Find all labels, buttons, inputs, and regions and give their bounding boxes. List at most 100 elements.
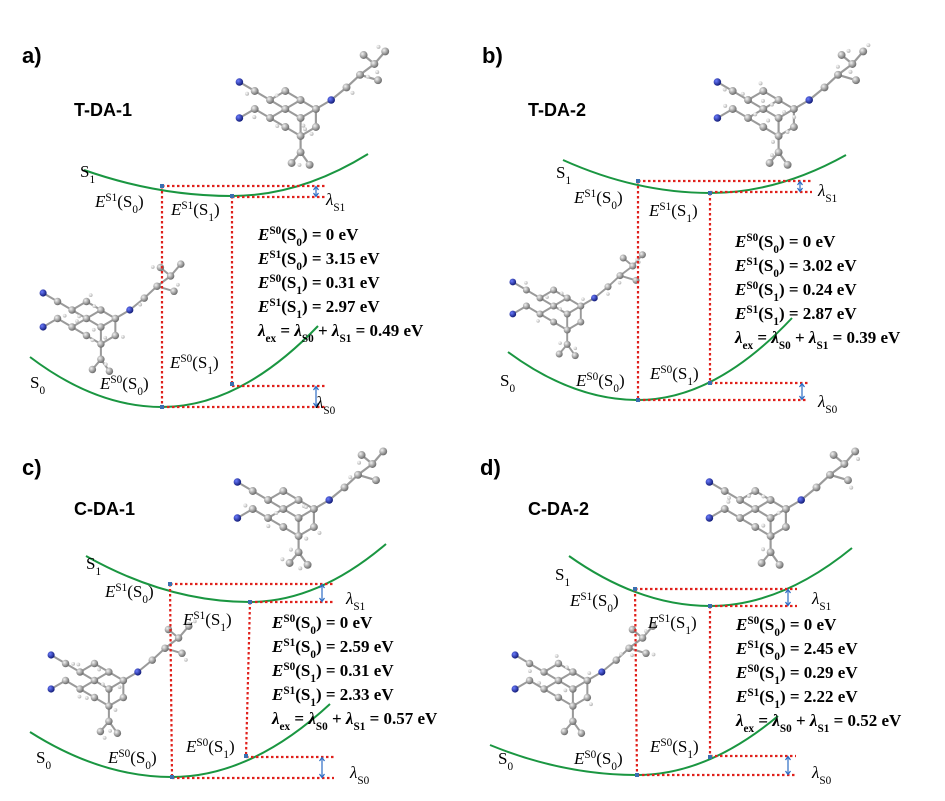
lambda-s1-label: λS1 xyxy=(325,190,345,214)
s0-potential-curve xyxy=(29,703,331,779)
e0s1-point-label: ES0(S1) xyxy=(649,364,699,388)
lambda-s0-arrow xyxy=(319,756,325,779)
lambda-s1-label: λS1 xyxy=(817,181,837,205)
e0s0-point-label: ES0(S0) xyxy=(99,374,149,398)
geometry-point-marker xyxy=(248,600,252,604)
energy-es1s1: ES1(S1) = 2.97 eV xyxy=(257,297,380,321)
panel-compound-name: T-DA-1 xyxy=(74,100,132,120)
energy-es0s1: ES0(S1) = 0.29 eV xyxy=(735,663,858,687)
s1-state-label: S1 xyxy=(556,163,571,187)
geometry-point-marker xyxy=(160,184,164,188)
energy-es1s1: ES1(S1) = 2.22 eV xyxy=(735,687,858,711)
geometry-point-marker xyxy=(170,775,174,779)
energy-es0s0: ES0(S0) = 0 eV xyxy=(734,232,836,256)
geometry-point-marker xyxy=(244,754,248,758)
s0-potential-curve xyxy=(489,715,779,777)
energy-es1s0: ES1(S0) = 3.15 eV xyxy=(257,249,380,273)
vertical-excitation-line xyxy=(633,588,639,776)
e1s0-point-label: ES1(S0) xyxy=(94,192,144,216)
energy-es0s0: ES0(S0) = 0 eV xyxy=(735,615,837,639)
lambda-s0-arrow xyxy=(313,385,319,408)
lambda-s0-label: λS0 xyxy=(315,393,336,417)
molecule-structure-s0 xyxy=(511,622,657,737)
molecule-structure-s1 xyxy=(233,447,388,571)
lambda-s1-label: λS1 xyxy=(345,589,365,613)
geometry-point-marker xyxy=(636,398,640,402)
e0s1-point-label: ES0(S1) xyxy=(185,737,235,761)
e0s1-point-label: ES0(S1) xyxy=(169,353,219,377)
geometry-point-marker xyxy=(160,405,164,409)
s0-potential-curve xyxy=(507,317,793,402)
geometry-point-marker xyxy=(635,773,639,777)
s1-state-label: S1 xyxy=(80,162,95,186)
panel-letter: a) xyxy=(22,43,42,68)
molecule-structure-s1 xyxy=(705,447,861,569)
panel-letter: d) xyxy=(480,455,501,480)
geometry-point-marker xyxy=(708,191,712,195)
s0-state-label: S0 xyxy=(500,371,515,395)
geometry-point-marker xyxy=(168,582,172,586)
vertical-excitation-line xyxy=(168,583,174,778)
e0s0-point-label: ES0(S0) xyxy=(107,748,157,772)
energy-es0s0: ES0(S0) = 0 eV xyxy=(271,613,373,637)
panel-compound-name: C-DA-2 xyxy=(528,499,589,519)
lambda-s0-label: λS0 xyxy=(349,763,370,787)
panel-c-da-1: c)C-DA-1S1S0ES1(S0)ES1(S1)ES0(S0)ES0(S1)… xyxy=(22,447,438,787)
panel-compound-name: T-DA-2 xyxy=(528,100,586,120)
s0-state-label: S0 xyxy=(30,373,45,397)
e0s0-point-label: ES0(S0) xyxy=(573,749,623,773)
energy-es1s1: ES1(S1) = 2.87 eV xyxy=(734,304,857,328)
lambda-ex-value: λex = λS0 + λS1 = 0.52 eV xyxy=(735,711,902,735)
lambda-s1-label: λS1 xyxy=(811,589,831,613)
s1-state-label: S1 xyxy=(86,554,101,578)
molecule-structure-s0 xyxy=(47,619,197,740)
s1-state-label: S1 xyxy=(555,565,570,589)
lambda-ex-value: λex = λS0 + λS1 = 0.39 eV xyxy=(734,328,901,352)
e1s1-point-label: ES1(S1) xyxy=(648,201,698,225)
lambda-s1-arrow xyxy=(785,588,791,607)
energy-es0s1: ES0(S1) = 0.31 eV xyxy=(257,273,380,297)
panel-compound-name: C-DA-1 xyxy=(74,499,135,519)
molecule-structure-s0 xyxy=(39,260,185,375)
lambda-s1-arrow xyxy=(797,180,803,193)
energy-es1s1: ES1(S1) = 2.33 eV xyxy=(271,685,394,709)
e1s1-point-label: ES1(S1) xyxy=(182,610,232,634)
energy-es0s0: ES0(S0) = 0 eV xyxy=(257,225,359,249)
molecule-structure-s1 xyxy=(235,44,390,169)
panel-letter: c) xyxy=(22,455,42,480)
molecule-structure-s1 xyxy=(713,43,871,169)
panel-c-da-2: d)C-DA-2S1S0ES1(S0)ES1(S1)ES0(S0)ES0(S1)… xyxy=(480,447,902,787)
e1s1-point-label: ES1(S1) xyxy=(170,200,220,224)
s0-state-label: S0 xyxy=(498,749,513,773)
lambda-s0-arrow xyxy=(785,755,791,776)
lambda-s0-label: λS0 xyxy=(817,392,838,416)
geometry-point-marker xyxy=(230,382,234,386)
lambda-s0-arrow xyxy=(799,382,805,401)
panel-letter: b) xyxy=(482,43,503,68)
lambda-ex-value: λex = λS0 + λS1 = 0.57 eV xyxy=(271,709,438,733)
lambda-ex-value: λex = λS0 + λS1 = 0.49 eV xyxy=(257,321,424,345)
geometry-point-marker xyxy=(708,381,712,385)
lambda-s1-arrow xyxy=(319,583,325,603)
geometry-point-marker xyxy=(633,587,637,591)
energy-es1s0: ES1(S0) = 3.02 eV xyxy=(734,256,857,280)
e1s1-point-label: ES1(S1) xyxy=(647,613,697,637)
e0s0-point-label: ES0(S0) xyxy=(575,371,625,395)
molecule-structure-s0 xyxy=(509,251,646,360)
s0-state-label: S0 xyxy=(36,748,51,772)
e0s1-point-label: ES0(S1) xyxy=(649,737,699,761)
geometry-point-marker xyxy=(708,755,712,759)
geometry-point-marker xyxy=(230,194,234,198)
e1s0-point-label: ES1(S0) xyxy=(573,188,623,212)
energy-es1s0: ES1(S0) = 2.59 eV xyxy=(271,637,394,661)
lambda-s0-label: λS0 xyxy=(811,763,832,787)
vertical-emission-line xyxy=(244,601,252,757)
energy-es0s1: ES0(S1) = 0.31 eV xyxy=(271,661,394,685)
lambda-s1-arrow xyxy=(313,185,319,198)
